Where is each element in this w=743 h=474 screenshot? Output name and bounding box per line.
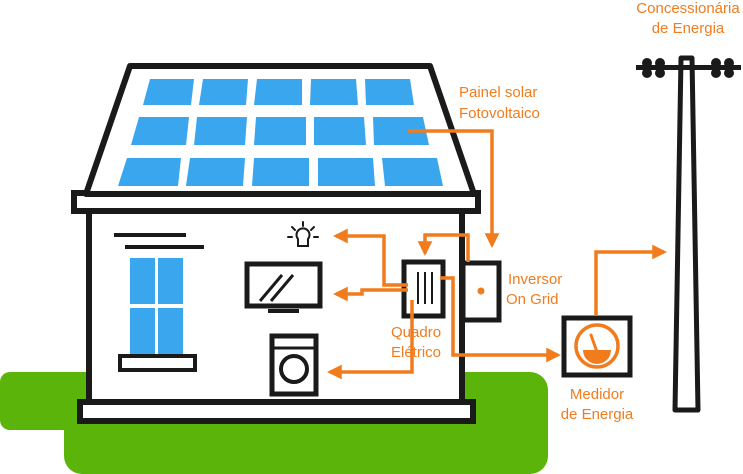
solar-panel-cell bbox=[310, 79, 358, 105]
solar-panel-cell bbox=[199, 79, 248, 105]
inverter bbox=[460, 260, 502, 323]
solar-panel-array bbox=[118, 79, 443, 186]
solar-panel-cell bbox=[194, 117, 247, 145]
painel-label-line2: Fotovoltaico bbox=[459, 105, 540, 122]
solar-panel-cell bbox=[365, 79, 414, 105]
solar-panel-cell bbox=[373, 117, 429, 145]
medidor-label-line2: de Energia bbox=[561, 406, 634, 423]
panel-to-meter-line bbox=[440, 276, 561, 363]
light-bulb-icon bbox=[287, 221, 319, 247]
utility-pole bbox=[636, 55, 741, 413]
energy-meter bbox=[561, 315, 633, 378]
solar-panel-cell bbox=[254, 117, 306, 145]
solar-panel-cell bbox=[254, 79, 302, 105]
electrical-panel bbox=[401, 259, 446, 319]
inverter-to-panel-line bbox=[417, 233, 470, 262]
painel-label-line1: Painel solar bbox=[459, 84, 537, 101]
meter-to-grid-line bbox=[594, 244, 667, 316]
solar-panel-cell bbox=[382, 158, 443, 186]
labels: Painel solar Fotovoltaico Concessionária… bbox=[391, 0, 740, 423]
inversor-label-line1: Inversor bbox=[508, 271, 562, 288]
solar-panel-cell bbox=[186, 158, 245, 186]
connection-lines bbox=[327, 129, 667, 380]
solar-panel-cell bbox=[143, 79, 194, 105]
panel-to-washer-line bbox=[327, 300, 414, 380]
panel-to-tv-line bbox=[333, 286, 408, 302]
solar-panel-cell bbox=[318, 158, 375, 186]
solar-panel-cell bbox=[314, 117, 366, 145]
quadro-label-line2: Elétrico bbox=[391, 344, 441, 361]
panel-to-inverter-line bbox=[408, 129, 500, 248]
quadro-label-line1: Quadro bbox=[391, 324, 441, 341]
washing-machine-icon bbox=[269, 333, 319, 397]
television-icon bbox=[244, 261, 323, 313]
solar-panel-cell bbox=[252, 158, 309, 186]
inversor-label-line2: On Grid bbox=[506, 291, 559, 308]
solar-panel-cell bbox=[118, 158, 181, 186]
concessionaria-label-line2: de Energia bbox=[652, 20, 725, 37]
window bbox=[114, 233, 204, 372]
panel-to-light-line bbox=[333, 228, 408, 287]
meter-dial-icon bbox=[574, 323, 620, 369]
solar-panel-cell bbox=[131, 117, 189, 145]
concessionaria-label-line1: Concessionária bbox=[636, 0, 740, 17]
medidor-label-line1: Medidor bbox=[570, 386, 624, 403]
